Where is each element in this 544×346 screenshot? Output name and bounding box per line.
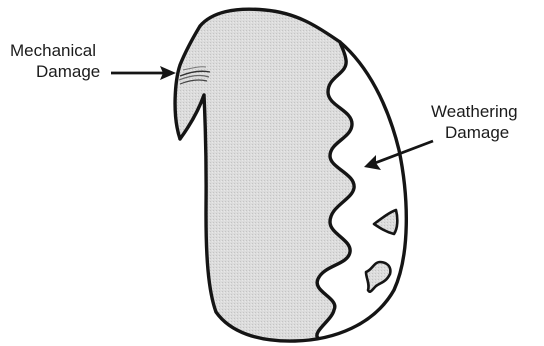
mechanical-damage-label-line2: Damage — [36, 62, 100, 81]
mechanical-damage-label-line1: Mechanical — [10, 41, 96, 60]
weathering-damage-label-line2: Damage — [445, 123, 509, 142]
weathering-damage-label-line1: Weathering — [431, 102, 518, 121]
mechanical-damage-arrow — [111, 66, 176, 80]
